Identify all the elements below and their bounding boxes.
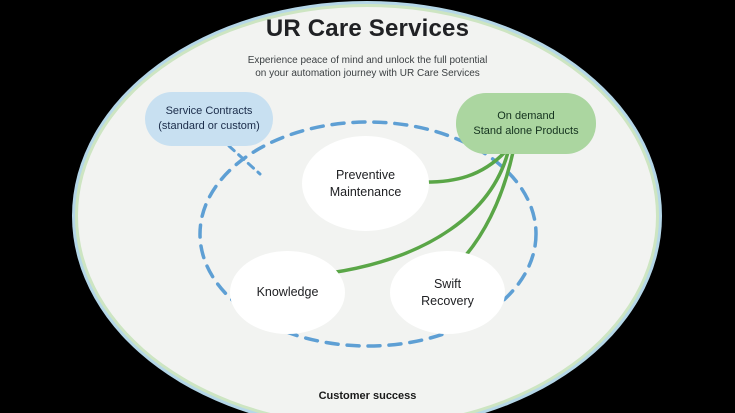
on-demand-label-line-1: On demand	[497, 109, 555, 122]
service-contracts-label-line-2: (standard or custom)	[158, 120, 260, 132]
swift-recovery-node: Swift Recovery	[390, 251, 505, 334]
on-demand-bubble: On demand Stand alone Products	[456, 93, 596, 154]
preventive-maintenance-node: Preventive Maintenance	[302, 136, 429, 231]
service-contracts-label-line-1: Service Contracts	[165, 105, 253, 117]
knowledge-node: Knowledge	[230, 251, 345, 334]
customer-success-label: Customer success	[318, 390, 417, 402]
preventive-maintenance-label-line-2: Maintenance	[329, 184, 402, 199]
subtitle: Experience peace of mind and unlock the …	[0, 54, 735, 80]
knowledge-label: Knowledge	[256, 285, 319, 299]
service-contracts-bubble: Service Contracts (standard or custom)	[145, 92, 273, 146]
swift-recovery-label-line-1: Swift	[433, 276, 462, 291]
swift-recovery-label-line-2: Recovery	[421, 293, 474, 308]
subtitle-line-2: on your automation journey with UR Care …	[255, 68, 480, 79]
page-title: UR Care Services	[265, 15, 470, 42]
subtitle-line-1: Experience peace of mind and unlock the …	[247, 55, 488, 66]
preventive-maintenance-label-line-1: Preventive	[335, 167, 396, 182]
on-demand-label-line-2: Stand alone Products	[473, 124, 579, 137]
